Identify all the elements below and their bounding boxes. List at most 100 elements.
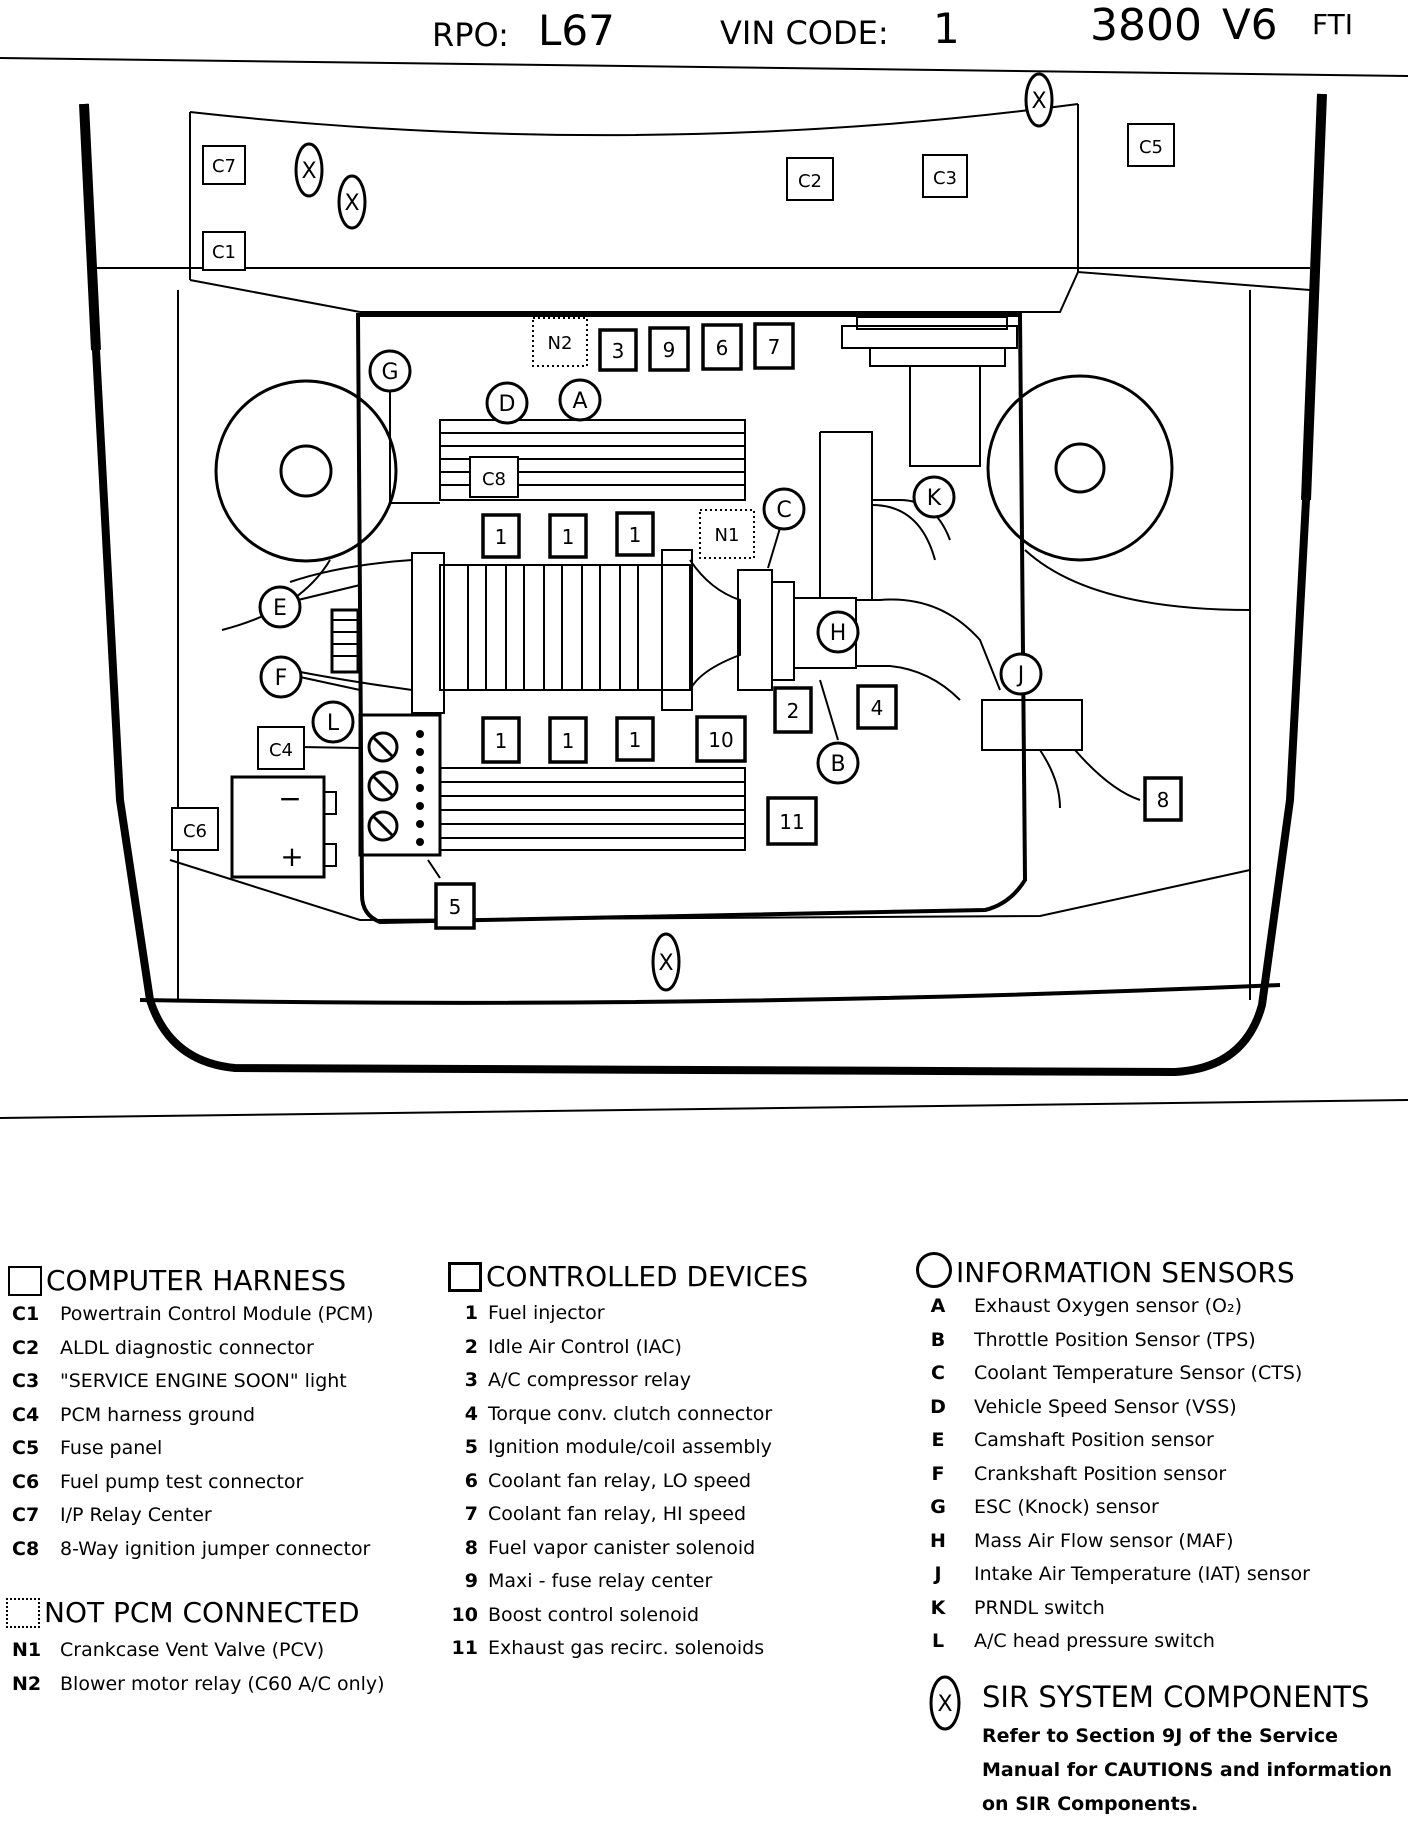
list-item: H Mass Air Flow sensor (MAF) bbox=[902, 1530, 1310, 1564]
device-box-injector-5: 1 bbox=[548, 716, 588, 764]
harness-box-c6: C6 bbox=[171, 807, 219, 851]
sensor-circles: G D A C K E F L bbox=[258, 349, 1043, 785]
sensor-circle-j-label: J bbox=[1016, 663, 1025, 688]
not-pcm-box-n2-label: N2 bbox=[548, 333, 573, 354]
item-code: K bbox=[930, 1596, 946, 1619]
sir-mark-top-right: X bbox=[1024, 72, 1054, 128]
sensor-circle-g-label: G bbox=[381, 360, 398, 385]
list-item: L A/C head pressure switch bbox=[902, 1630, 1310, 1664]
item-label: ALDL diagnostic connector bbox=[60, 1336, 314, 1359]
harness-box-c1-label: C1 bbox=[212, 242, 236, 263]
device-box-4-label: 4 bbox=[871, 696, 884, 720]
sensor-circle-b-label: B bbox=[830, 752, 845, 777]
harness-box-c4-label: C4 bbox=[269, 740, 293, 761]
dotted-box-symbol bbox=[6, 1598, 40, 1628]
device-box-injector-4: 1 bbox=[481, 716, 521, 764]
item-code: F bbox=[931, 1462, 945, 1485]
device-box-9-label: 9 bbox=[663, 338, 676, 362]
sir-mark-label: X bbox=[658, 951, 673, 976]
item-label: Coolant fan relay, LO speed bbox=[488, 1469, 752, 1492]
sensor-circle-l: L bbox=[311, 700, 355, 744]
item-label: Fuel injector bbox=[488, 1302, 605, 1324]
item-label: A/C compressor relay bbox=[488, 1369, 691, 1391]
item-label: I/P Relay Center bbox=[60, 1504, 212, 1526]
item-code: 8 bbox=[464, 1536, 478, 1559]
item-code: 5 bbox=[464, 1436, 478, 1458]
header: RPO: L67 VIN CODE: 1 3800 V6 FTI bbox=[0, 0, 1408, 70]
item-code: C5 bbox=[12, 1437, 40, 1459]
item-code: C7 bbox=[12, 1504, 40, 1526]
device-box-injector-3: 1 bbox=[615, 511, 655, 557]
device-box-injector-2-label: 1 bbox=[562, 525, 575, 549]
sir-note: Refer to Section 9J of the Service Manua… bbox=[982, 1725, 1392, 1815]
item-label: A/C head pressure switch bbox=[974, 1630, 1215, 1652]
circle-symbol bbox=[916, 1252, 952, 1288]
device-box-11-label: 11 bbox=[779, 810, 804, 834]
harness-box-c8: C8 bbox=[469, 456, 519, 498]
harness-box-c3-label: C3 bbox=[933, 168, 957, 189]
device-box-3-label: 3 bbox=[612, 339, 625, 363]
list-item: C7 I/P Relay Center bbox=[12, 1504, 374, 1538]
item-label: Mass Air Flow sensor (MAF) bbox=[974, 1529, 1234, 1552]
item-code: C1 bbox=[12, 1303, 40, 1325]
rpo-label: RPO: bbox=[432, 16, 509, 54]
thick-box-symbol bbox=[448, 1262, 482, 1292]
vin-label: VIN CODE: bbox=[720, 14, 889, 52]
item-label: Fuel pump test connector bbox=[60, 1470, 304, 1493]
sir-mark-label: X bbox=[1031, 89, 1046, 114]
sensor-circle-l-label: L bbox=[327, 711, 340, 736]
device-box-5: 5 bbox=[434, 882, 476, 930]
vin-value: 1 bbox=[933, 4, 960, 53]
device-box-8-label: 8 bbox=[1157, 788, 1170, 812]
list-item: 5 Ignition module/coil assembly bbox=[438, 1436, 772, 1470]
item-code: N2 bbox=[12, 1672, 42, 1695]
item-code: 7 bbox=[464, 1503, 478, 1525]
sensor-circle-c: C bbox=[762, 487, 806, 531]
item-code: B bbox=[930, 1328, 946, 1351]
device-box-10: 10 bbox=[695, 715, 747, 763]
item-label: Maxi - fuse relay center bbox=[488, 1570, 713, 1592]
item-label: Ignition module/coil assembly bbox=[488, 1436, 772, 1458]
item-label: Torque conv. clutch connector bbox=[488, 1402, 773, 1425]
information-sensors-title-text: INFORMATION SENSORS bbox=[956, 1256, 1295, 1289]
harness-box-c5: C5 bbox=[1127, 123, 1175, 167]
item-code: H bbox=[930, 1529, 946, 1552]
sir-mark-label: X bbox=[301, 159, 316, 184]
harness-box-c3: C3 bbox=[922, 154, 968, 198]
not-pcm-boxes: N2 N1 bbox=[532, 317, 755, 559]
device-boxes: 3 9 6 7 1 1 1 1 bbox=[434, 322, 1183, 930]
item-code: E bbox=[931, 1429, 945, 1451]
device-box-injector-6: 1 bbox=[615, 716, 655, 762]
device-box-3: 3 bbox=[598, 328, 638, 372]
sensor-circle-h-label: H bbox=[830, 621, 847, 646]
engine-size: 3800 bbox=[1090, 0, 1202, 51]
not-pcm-box-n1: N1 bbox=[699, 509, 755, 559]
item-label: Idle Air Control (IAC) bbox=[488, 1335, 682, 1358]
item-label: Vehicle Speed Sensor (VSS) bbox=[974, 1395, 1237, 1418]
device-box-8: 8 bbox=[1143, 776, 1183, 822]
item-code: L bbox=[931, 1630, 945, 1652]
harness-box-c2-label: C2 bbox=[798, 171, 822, 192]
information-sensors-title: INFORMATION SENSORS bbox=[916, 1252, 1295, 1289]
item-label: Coolant Temperature Sensor (CTS) bbox=[974, 1362, 1303, 1384]
battery-plus-sign: + bbox=[280, 840, 303, 873]
rpo-value: L67 bbox=[538, 6, 615, 55]
harness-box-c8-label: C8 bbox=[482, 469, 506, 490]
